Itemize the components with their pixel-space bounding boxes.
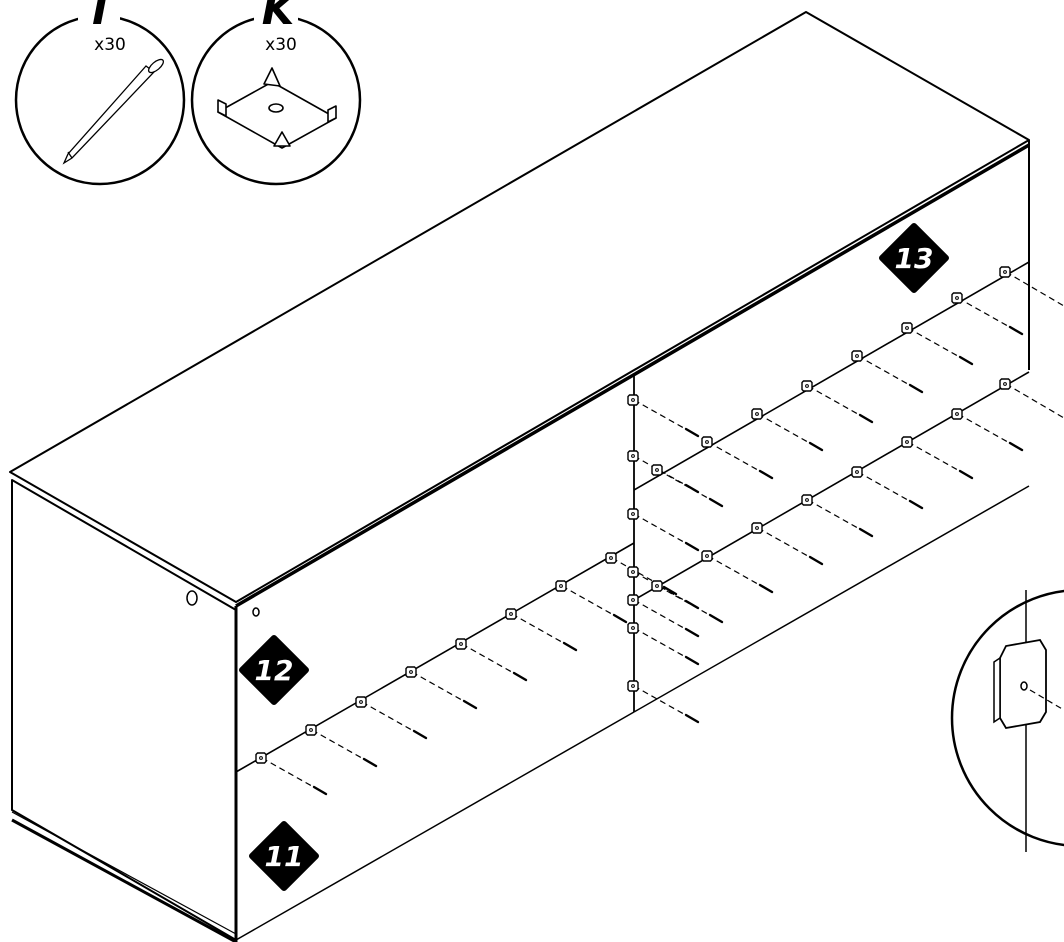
part-letter-k: K [262,0,298,34]
clip-nail-detail-icon [950,589,1064,852]
panel-badge-11: 11 [249,821,319,891]
panel-number-11: 11 [265,840,304,873]
panel-badge-13: 13 [879,223,949,293]
part-callout-k: K x30 [190,0,362,186]
back-seam-left [235,542,635,773]
part-callout-i: I x30 [14,0,186,186]
part-letter-i: I [92,0,108,34]
cabinet [9,11,1030,942]
back-panel-clip-icon [217,67,337,149]
cam-hole [186,590,198,606]
part-quantity-i: x30 [94,35,126,55]
panel-number-13: 13 [895,242,934,275]
back-seam-lower-right [633,371,1030,601]
panel-number-12: 12 [255,654,294,687]
part-quantity-k: x30 [265,35,297,55]
panel-badge-12: 12 [239,635,309,705]
nail-tips [312,325,1024,796]
nail-icon [62,58,165,165]
back-seam-upper-right [633,261,1030,491]
